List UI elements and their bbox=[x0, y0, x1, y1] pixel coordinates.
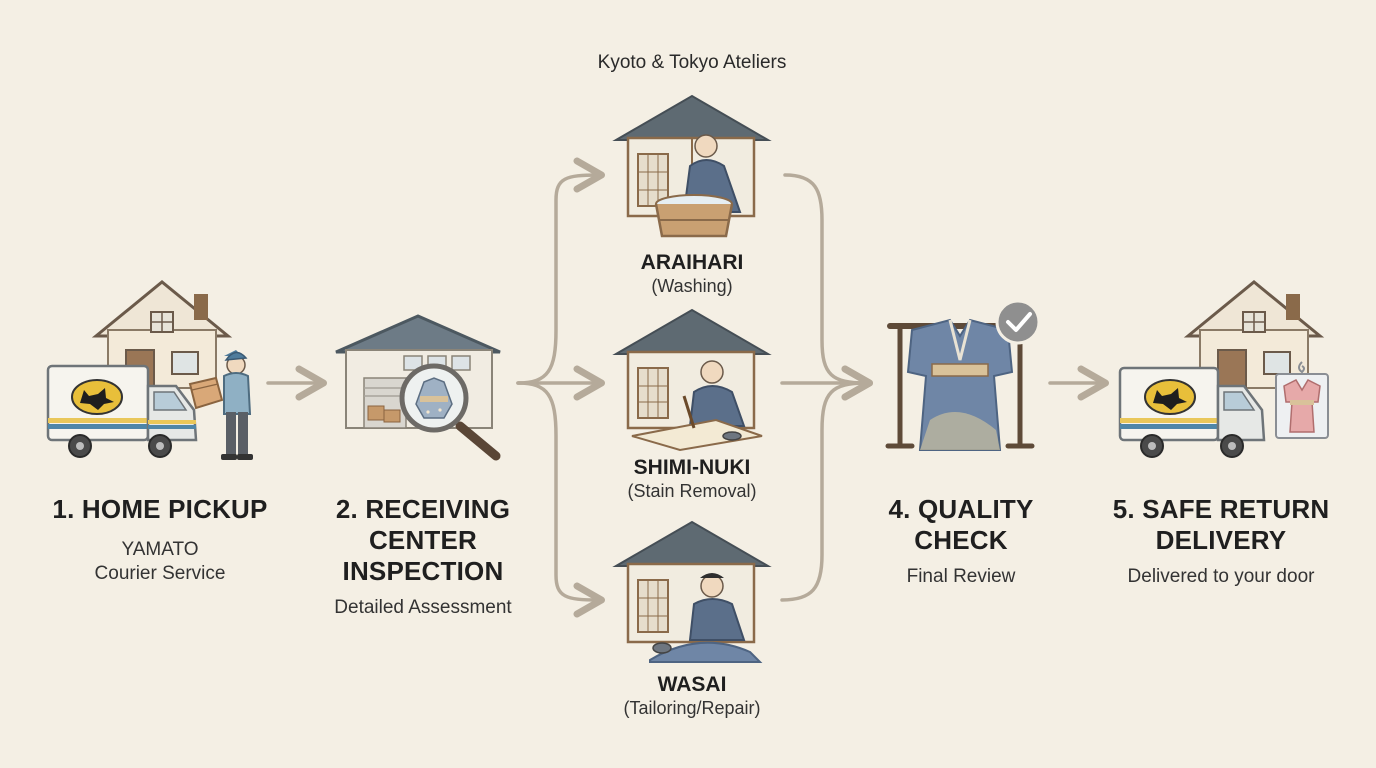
step-title-receiving-center: 2. RECEIVING CENTER INSPECTION bbox=[300, 494, 546, 587]
atelier-stain-removal-icon bbox=[612, 308, 772, 452]
arrow-split-top bbox=[516, 157, 605, 385]
atelier-washing-icon bbox=[612, 94, 772, 238]
step-title-line: CHECK bbox=[914, 525, 1008, 555]
step-title-line: 4. QUALITY bbox=[888, 494, 1034, 524]
step-title-home-pickup: 1. HOME PICKUP bbox=[52, 494, 268, 524]
magnifier-icon bbox=[399, 363, 501, 461]
step-subtitle-line: Courier Service bbox=[94, 563, 226, 584]
step-title-line: INSPECTION bbox=[342, 556, 504, 586]
step-subtitle-receiving-center: Detailed Assessment bbox=[334, 597, 512, 618]
delivery-truck-icon bbox=[46, 364, 198, 458]
process-title-wasai: WASAI bbox=[657, 673, 727, 696]
kimono-garment-icon bbox=[1275, 361, 1329, 439]
step-title-line: 5. SAFE RETURN bbox=[1112, 494, 1330, 524]
house-icon-return bbox=[1183, 280, 1325, 389]
courier-person-icon bbox=[188, 350, 253, 460]
checkmark-icon bbox=[995, 299, 1041, 345]
kimono-on-stand-icon bbox=[885, 318, 1037, 451]
step-subtitle-quality-check: Final Review bbox=[906, 566, 1016, 587]
process-title-araihari: ARAIHARI bbox=[640, 251, 744, 274]
process-subtitle-shimi-nuki: (Stain Removal) bbox=[627, 481, 757, 501]
arrow-merge-bottom bbox=[780, 381, 868, 602]
process-subtitle-wasai: (Tailoring/Repair) bbox=[623, 698, 761, 718]
step-subtitle-safe-return: Delivered to your door bbox=[1127, 566, 1315, 587]
step-subtitle-home-pickup: YAMATO Courier Service bbox=[40, 538, 280, 586]
step-title-quality-check: 4. QUALITY CHECK bbox=[856, 494, 1066, 556]
delivery-truck-icon-return bbox=[1118, 366, 1266, 458]
atelier-tailoring-icon bbox=[612, 520, 772, 663]
step-title-line: DELIVERY bbox=[1155, 525, 1287, 555]
step-title-line: CENTER bbox=[368, 525, 478, 555]
ateliers-header: Kyoto & Tokyo Ateliers bbox=[597, 52, 787, 73]
step-subtitle-line: YAMATO bbox=[121, 539, 199, 560]
flow-arrows bbox=[266, 157, 1109, 618]
arrow-split-bottom bbox=[516, 381, 605, 618]
process-subtitle-araihari: (Washing) bbox=[651, 276, 733, 296]
process-title-shimi-nuki: SHIMI-NUKI bbox=[633, 456, 751, 479]
step-title-line: 2. RECEIVING bbox=[335, 494, 511, 524]
step-title-safe-return: 5. SAFE RETURN DELIVERY bbox=[1086, 494, 1356, 556]
